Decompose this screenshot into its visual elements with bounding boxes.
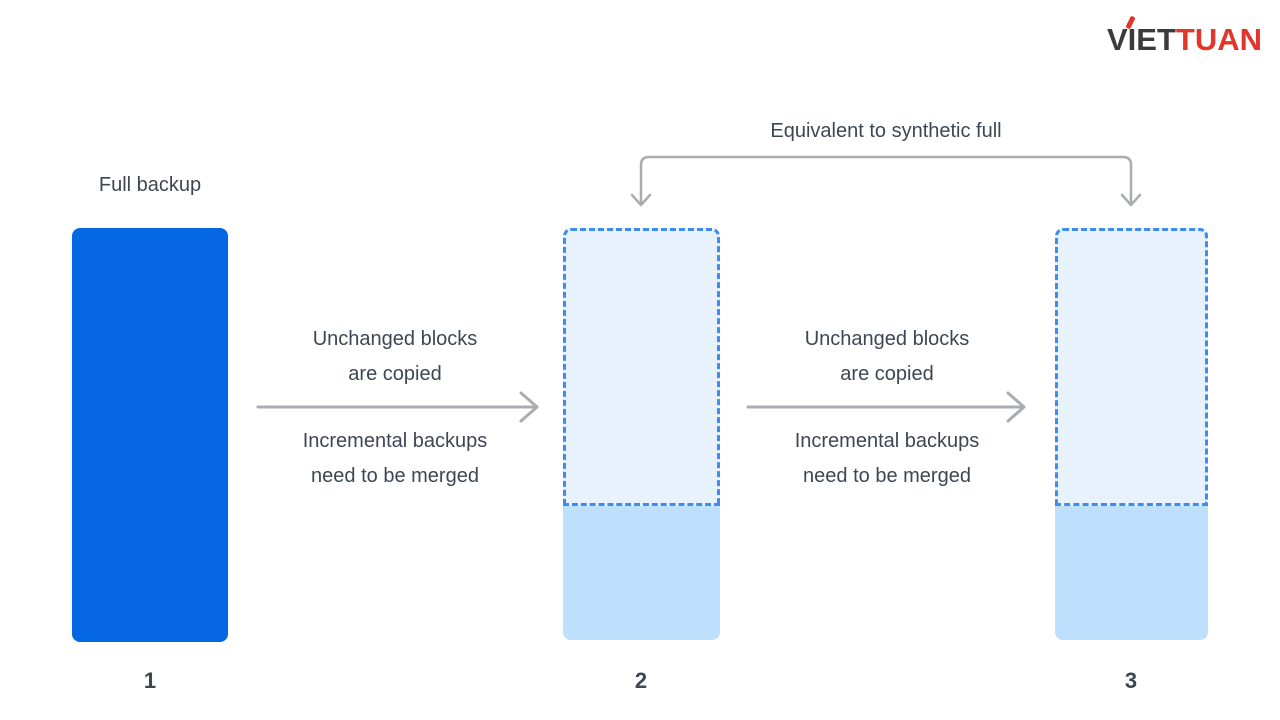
logo-viet-label: VIET [1106,22,1176,57]
bar-1-number: 1 [143,668,157,693]
transition-2-line-1: Unchanged blocks [804,328,970,350]
synthetic-full-label: Equivalent to synthetic full [770,120,1002,142]
backup-bar-3 [1055,228,1208,640]
transition-1-line-3: Incremental backups [302,430,488,452]
arrow-down-icon-right [1120,193,1142,207]
logo-text-viet: VIET [1106,15,1176,58]
transition-2-above-text: Unchanged blocks are copied [732,322,1042,392]
transition-1-above-text: Unchanged blocks are copied [240,322,550,392]
transition-1-line-1: Unchanged blocks [312,328,478,350]
transition-1-below-text: Incremental backups need to be merged [240,424,550,494]
viettuan-logo: VIET TUAN [1107,14,1262,58]
bar-3-number: 3 [1124,668,1138,693]
transition-2-below-text: Incremental backups need to be merged [732,424,1042,494]
arrow-right-icon-2 [746,391,1026,423]
incremental-data-region-2 [563,506,720,640]
unchanged-blocks-region-3 [1055,228,1208,506]
transition-2-line-2: are copied [840,363,934,385]
transition-2-line-3: Incremental backups [794,430,980,452]
transition-1-line-4: need to be merged [311,465,479,487]
unchanged-blocks-region-2 [563,228,720,506]
bar-2-number: 2 [634,668,648,693]
full-backup-label: Full backup [98,174,202,196]
arrow-down-icon-left [630,193,652,207]
synthetic-full-bracket [630,155,1142,207]
arrow-right-icon-1 [256,391,539,423]
logo-text-tuan: TUAN [1175,22,1262,57]
transition-2-line-4: need to be merged [803,465,971,487]
transition-1-line-2: are copied [348,363,442,385]
full-backup-bar [72,228,228,642]
incremental-data-region-3 [1055,506,1208,640]
backup-bar-2 [563,228,720,640]
